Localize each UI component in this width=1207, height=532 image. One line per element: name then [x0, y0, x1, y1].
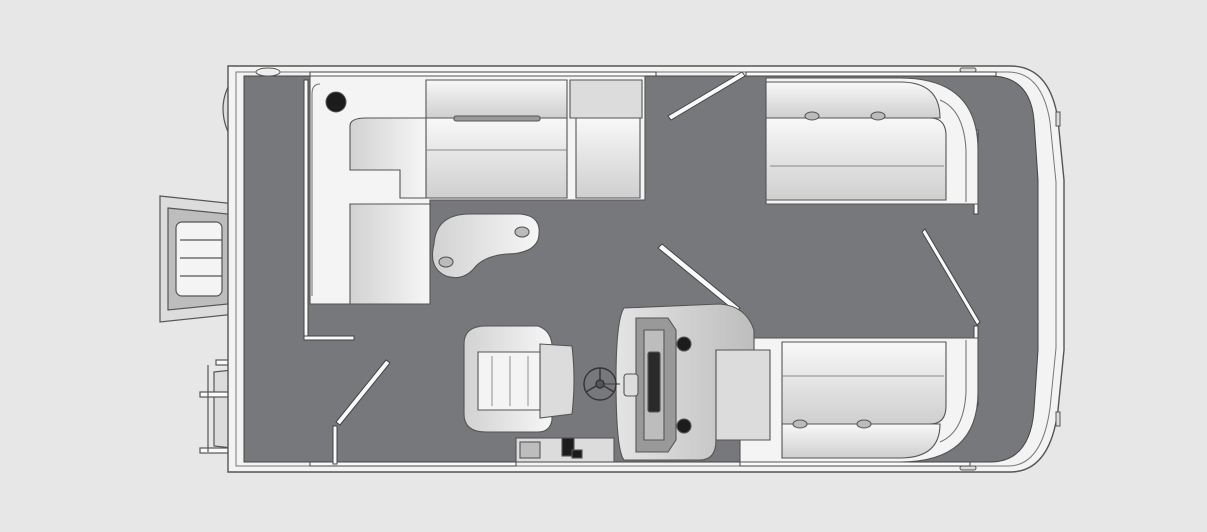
bow-lounge-port: [765, 77, 979, 205]
cupholder-icon: [325, 91, 347, 113]
helm-seat: [463, 325, 575, 433]
windshield-rail: [657, 243, 741, 313]
storage-bin: [515, 437, 615, 463]
stern-hatch: [255, 67, 281, 77]
gate-starboard-aft: [335, 359, 391, 426]
outboard-motor: [159, 195, 237, 323]
hull-inner-rail: [235, 71, 1057, 467]
gate-port-bow: [921, 228, 981, 326]
helm-console: [604, 303, 771, 461]
stern-lounge: [309, 75, 646, 305]
gate-stern: [667, 71, 746, 121]
steering-wheel-icon: [583, 367, 617, 401]
table: [431, 213, 540, 279]
gates: [332, 71, 981, 465]
bow-lounge-starboard: [739, 337, 979, 463]
